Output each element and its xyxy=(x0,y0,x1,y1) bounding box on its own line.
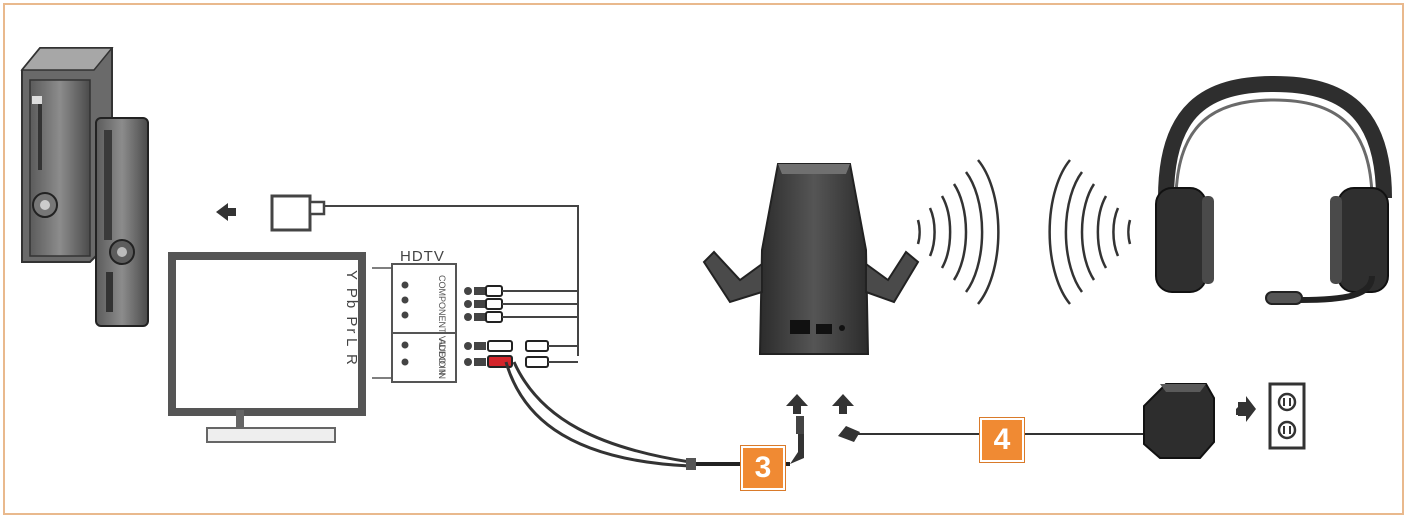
hdtv-label-component: Y Pb Pr xyxy=(343,270,360,336)
rca-connector-row-3 xyxy=(464,311,578,323)
arrow-left-icon xyxy=(216,203,236,221)
xbox-console-icon xyxy=(20,47,149,327)
arrow-up-icon xyxy=(832,394,854,414)
wireless-signal-icon xyxy=(1048,159,1132,305)
hdtv-input-panel xyxy=(372,263,457,383)
headset-icon xyxy=(1155,75,1392,305)
rca-connector-row-1 xyxy=(464,285,578,297)
power-adapter-icon xyxy=(1143,383,1215,459)
rca-connector-audio-l xyxy=(464,340,578,352)
rca-connector-row-2 xyxy=(464,298,578,310)
hdtv-port-label-audio: AUDIO IN xyxy=(437,339,447,380)
hdmi-plug-icon xyxy=(270,194,326,232)
arrow-right-icon xyxy=(1236,396,1256,422)
hdtv-label-audio: L R xyxy=(343,338,360,367)
step-badge-3: 3 xyxy=(741,446,785,490)
hdtv-monitor-icon xyxy=(168,252,366,443)
wireless-signal-icon xyxy=(916,159,1000,305)
transmitter-base-icon xyxy=(702,163,920,355)
hdtv-panel-title: HDTV xyxy=(400,248,445,265)
arrow-up-icon xyxy=(786,394,808,414)
step-badge-4: 4 xyxy=(980,418,1024,462)
wall-outlet-icon xyxy=(1268,382,1306,450)
rca-connector-audio-r xyxy=(464,355,578,368)
video-cable xyxy=(324,205,579,356)
